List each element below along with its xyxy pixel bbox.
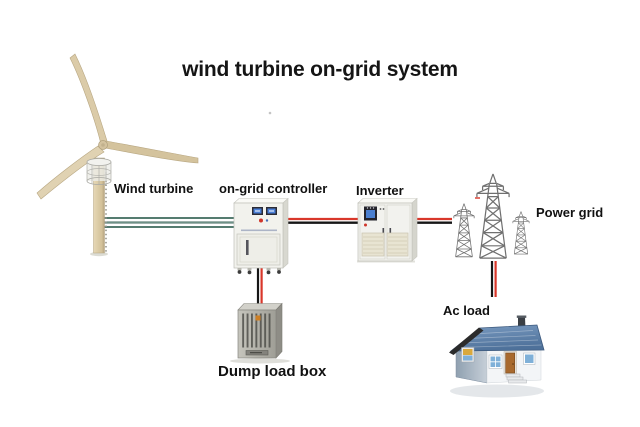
inverter-cabinet bbox=[357, 197, 418, 263]
turbine-nose bbox=[101, 143, 105, 147]
dump-load-box-illustration bbox=[230, 302, 290, 364]
house-front-window-right bbox=[523, 352, 536, 365]
house-illustration bbox=[449, 315, 545, 398]
controller-door bbox=[236, 233, 281, 266]
inverter-handle-right bbox=[389, 228, 392, 235]
inverter-label: Inverter bbox=[356, 183, 404, 198]
wires bbox=[98, 217, 497, 307]
pylon-left bbox=[453, 203, 475, 258]
inverter-door-right bbox=[386, 204, 411, 260]
wire-controller-to-dumpload bbox=[256, 268, 263, 307]
watermark-dot bbox=[268, 111, 272, 115]
inverter-handle-left bbox=[382, 228, 385, 235]
inverter-door-left bbox=[359, 204, 386, 260]
pylon-middle bbox=[476, 173, 510, 259]
diagram-title: wind turbine on-grid system bbox=[182, 58, 458, 81]
dump-load-label-sticker bbox=[255, 315, 261, 321]
pylon-right bbox=[512, 211, 530, 255]
dump-load-vents bbox=[242, 313, 271, 348]
controller-wheels bbox=[237, 268, 281, 275]
turbine-blade-right bbox=[104, 140, 199, 164]
controller-door-handle bbox=[246, 240, 249, 255]
ac-load-label: Ac load bbox=[443, 303, 490, 318]
wind-turbine-label: Wind turbine bbox=[114, 181, 194, 196]
house-side-window bbox=[461, 347, 475, 363]
inverter-indicator-light bbox=[364, 223, 367, 227]
wire-turbine-to-controller bbox=[98, 217, 237, 228]
wire-controller-to-inverter bbox=[281, 217, 360, 224]
wire-grid-to-acload bbox=[490, 261, 497, 297]
house-shadow bbox=[450, 384, 544, 398]
house-steps bbox=[505, 373, 527, 384]
house-front-window-left bbox=[488, 354, 503, 369]
controller-cabinet bbox=[233, 197, 289, 275]
turbine-cage bbox=[86, 158, 112, 185]
house-door bbox=[503, 351, 517, 375]
power-grid-towers bbox=[453, 173, 530, 259]
controller-indicator-light bbox=[259, 218, 263, 223]
power-grid-label: Power grid bbox=[536, 205, 604, 220]
turbine-blade-up bbox=[69, 53, 108, 145]
controller-nameplate bbox=[241, 229, 277, 232]
inverter-vent-grilles bbox=[361, 232, 409, 257]
dump-load-box-label: Dump load box bbox=[218, 363, 327, 380]
wind-turbine-illustration bbox=[36, 53, 199, 257]
controller-label: on-grid controller bbox=[219, 181, 328, 196]
house-gable-edge bbox=[449, 327, 484, 355]
turbine-tower bbox=[93, 157, 105, 254]
